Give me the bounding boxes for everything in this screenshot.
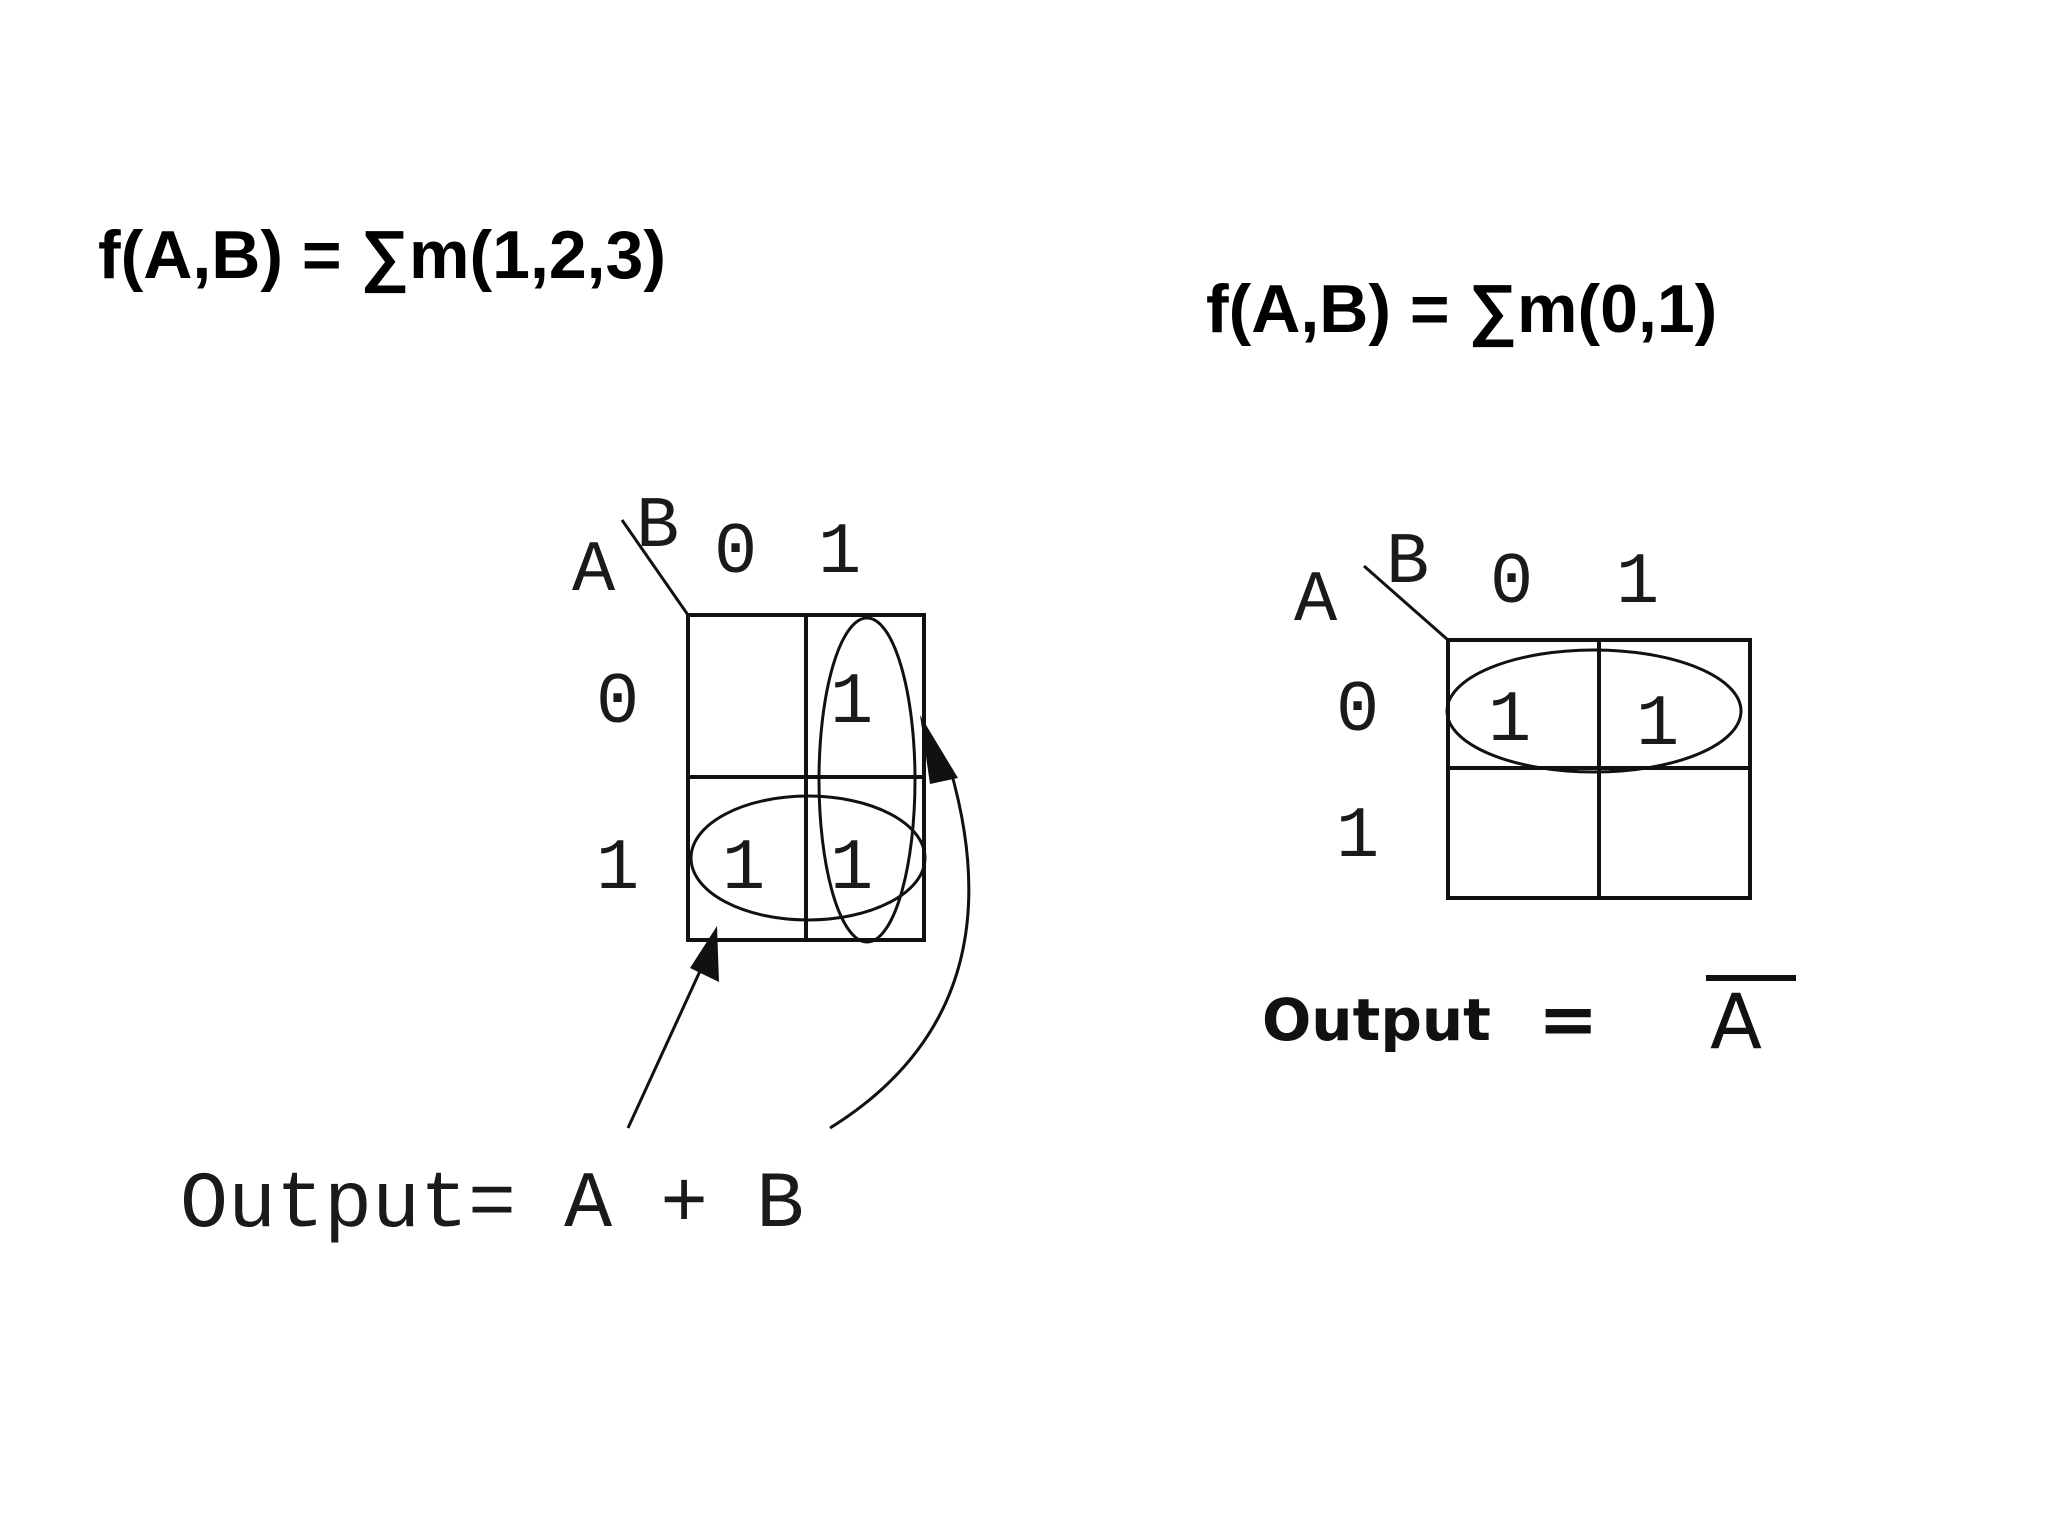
right-corner-diagonal [1363,564,1449,642]
left-cell-a1-b1: 1 [830,828,873,910]
right-row-variable: A [1294,560,1338,642]
left-row-grouping-loop [689,794,927,922]
left-cell-a1-b0: 1 [722,828,765,910]
left-arrowhead-row [690,926,719,982]
right-output-equals: = [1538,977,1598,1061]
left-kmap: f(A,B) = ∑m(1,2,3) B A 0 1 0 1 1 1 1 Out… [98,217,971,1251]
right-row-header-0: 0 [1336,670,1379,752]
right-cell-a0-b0: 1 [1488,680,1531,762]
right-col-header-0: 0 [1490,542,1533,624]
right-col-header-1: 1 [1616,542,1659,624]
left-arrow-to-column-group [829,767,971,1130]
left-column-grouping-loop [817,616,917,944]
right-kmap: f(A,B) = ∑m(0,1) B A 0 1 0 1 1 1 Output … [1206,271,1796,1066]
left-row-header-0: 0 [596,662,639,744]
right-row-grouping-loop [1445,648,1743,774]
left-col-header-0: 0 [714,512,757,594]
left-col-variable: B [636,486,679,568]
left-output-expression: Output= A + B [180,1160,804,1251]
right-col-variable: B [1386,522,1429,604]
right-row-header-1: 1 [1336,796,1379,878]
right-cell-a0-b1: 1 [1636,684,1679,766]
left-cell-a0-b1: 1 [830,662,873,744]
left-col-header-1: 1 [818,512,861,594]
right-function-title: f(A,B) = ∑m(0,1) [1206,271,1717,348]
left-corner-diagonal [620,519,690,616]
left-row-header-1: 1 [596,828,639,910]
right-output-label: Output [1262,986,1491,1054]
left-arrow-to-row-group [626,957,708,1129]
left-row-variable: A [572,530,616,612]
left-arrowhead-column [920,715,958,784]
right-output-value: A [1710,977,1762,1066]
left-function-title: f(A,B) = ∑m(1,2,3) [98,217,666,294]
